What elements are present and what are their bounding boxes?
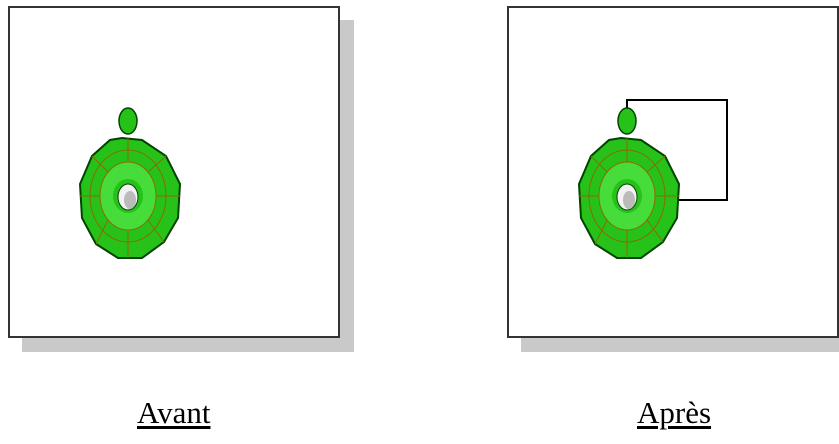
turtle-icon [80,108,180,258]
panel-before [8,6,340,338]
turtle-canvas-before [10,8,338,336]
caption-before: Avant [137,395,210,431]
caption-after: Après [637,395,711,431]
panel-after [507,6,839,338]
panel-after-canvas [507,6,839,338]
turtle-icon [579,108,679,258]
panel-before-canvas [8,6,340,338]
turtle-canvas-after [509,8,837,336]
